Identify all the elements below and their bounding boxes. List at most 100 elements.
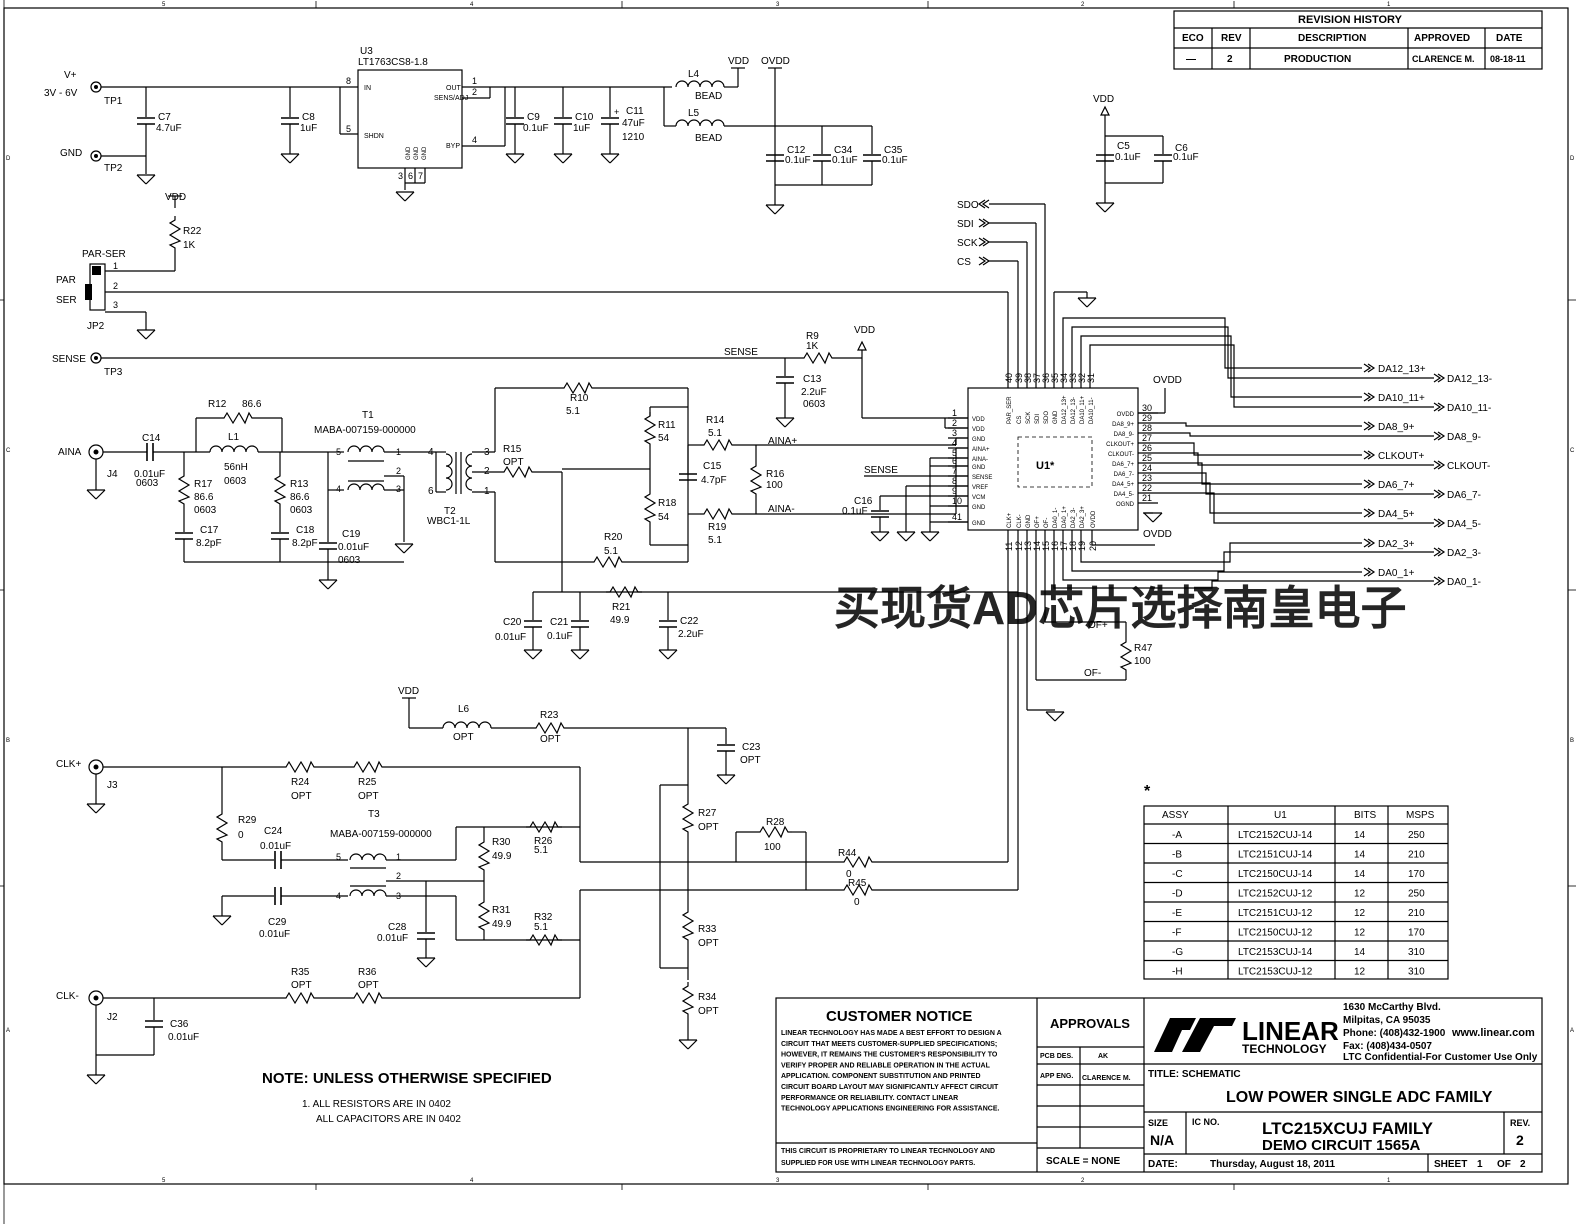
u1-pin-number: 8 xyxy=(952,476,957,486)
u1-pin-number: 5 xyxy=(952,448,957,458)
table-cell: 14 xyxy=(1354,947,1366,958)
table-cell: LTC2153CUJ-12 xyxy=(1238,967,1313,978)
u1-pin-name: DA10_11- xyxy=(1089,397,1095,424)
notice-line: PERFORMANCE OR RELIABILITY. CONTACT LINE… xyxy=(781,1095,958,1102)
u1-pin-name: DA8_9+ xyxy=(1112,422,1134,428)
svg-text:1630 McCarthy Blvd.: 1630 McCarthy Blvd. xyxy=(1343,1002,1441,1013)
svg-text:R34: R34 xyxy=(698,992,717,1003)
svg-text:C20: C20 xyxy=(503,617,522,628)
col-marker: 2 xyxy=(1081,2,1085,8)
svg-text:1: 1 xyxy=(113,261,118,271)
svg-text:MABA-007159-000000: MABA-007159-000000 xyxy=(314,425,416,436)
svg-text:L4: L4 xyxy=(688,69,700,80)
svg-text:ALL CAPACITORS ARE IN 0402: ALL CAPACITORS ARE IN 0402 xyxy=(316,1114,461,1125)
svg-text:2: 2 xyxy=(113,281,118,291)
svg-text:R28: R28 xyxy=(766,817,785,828)
table-cell: -A xyxy=(1172,830,1182,841)
u1-pin-number: 16 xyxy=(1050,541,1060,551)
notice-line: HOWEVER, IT REMAINS THE CUSTOMER'S RESPO… xyxy=(781,1052,998,1059)
svg-text:R19: R19 xyxy=(708,522,727,533)
svg-text:SENS/ADJ: SENS/ADJ xyxy=(434,95,468,102)
svg-text:SUPPLIED FOR USE WITH LINEAR T: SUPPLIED FOR USE WITH LINEAR TECHNOLOGY … xyxy=(781,1160,975,1167)
svg-text:TP2: TP2 xyxy=(104,163,123,174)
u1-pin-name: PAR_SER xyxy=(1007,396,1013,424)
svg-text:VDD: VDD xyxy=(854,325,875,336)
svg-text:J2: J2 xyxy=(107,1012,118,1023)
table-cell: 12 xyxy=(1354,908,1366,919)
svg-text:0603: 0603 xyxy=(290,505,313,516)
u1-pin-number: 9 xyxy=(952,486,957,496)
svg-text:SENSE: SENSE xyxy=(864,465,898,476)
u1-pin-name: DA2_3- xyxy=(1071,508,1077,528)
table-cell: LTC2151CUJ-14 xyxy=(1238,850,1313,861)
svg-text:1. ALL RESISTORS ARE IN 0402: 1. ALL RESISTORS ARE IN 0402 xyxy=(302,1099,451,1110)
svg-text:R21: R21 xyxy=(612,602,631,613)
svg-text:5.1: 5.1 xyxy=(534,922,548,933)
u1-pin-name: CLKOUT+ xyxy=(1106,442,1134,448)
svg-text:OPT: OPT xyxy=(740,755,761,766)
svg-text:R17: R17 xyxy=(194,479,213,490)
svg-text:LTC215XCUJ FAMILY: LTC215XCUJ FAMILY xyxy=(1262,1119,1434,1138)
svg-text:0.1uF: 0.1uF xyxy=(882,155,908,166)
svg-text:47uF: 47uF xyxy=(622,118,645,129)
u1-pin-number: 32 xyxy=(1077,373,1087,383)
svg-text:SDI: SDI xyxy=(957,219,974,230)
svg-text:TITLE: SCHEMATIC: TITLE: SCHEMATIC xyxy=(1148,1069,1241,1080)
svg-text:0: 0 xyxy=(854,897,860,908)
u1-pin-name: AINA- xyxy=(972,457,988,463)
u1-pin-name: DA2_3+ xyxy=(1080,506,1086,528)
rev-header: ECO xyxy=(1182,33,1204,44)
svg-text:IN: IN xyxy=(364,85,371,92)
svg-text:C36: C36 xyxy=(170,1019,189,1030)
table-header: U1 xyxy=(1274,810,1287,821)
svg-text:5.1: 5.1 xyxy=(708,428,722,439)
u1-pin-number: 22 xyxy=(1142,483,1152,493)
rev-cell: 08-18-11 xyxy=(1490,54,1526,64)
svg-text:C29: C29 xyxy=(268,917,287,928)
notice-line: CIRCUIT BOARD LAYOUT MAY SIGNIFICANTLY A… xyxy=(781,1084,999,1091)
svg-text:PAR-SER: PAR-SER xyxy=(82,249,126,260)
svg-text:54: 54 xyxy=(658,512,670,523)
svg-text:3: 3 xyxy=(396,484,401,494)
svg-text:C9: C9 xyxy=(527,112,540,123)
svg-text:C6: C6 xyxy=(1175,143,1188,154)
svg-text:R24: R24 xyxy=(291,777,310,788)
svg-text:LINEAR: LINEAR xyxy=(1242,1016,1339,1046)
svg-text:R31: R31 xyxy=(492,905,511,916)
u1-pin-name: OGND xyxy=(1116,502,1135,508)
svg-text:8.2pF: 8.2pF xyxy=(292,538,318,549)
svg-text:SENSE: SENSE xyxy=(52,354,86,365)
notice-line: TECHNOLOGY APPLICATIONS ENGINEERING FOR … xyxy=(781,1106,999,1113)
u1-pin-name: VREF xyxy=(972,485,988,491)
table-cell: LTC2153CUJ-14 xyxy=(1238,947,1313,958)
svg-text:*: * xyxy=(1144,783,1151,800)
svg-text:U3: U3 xyxy=(360,46,373,57)
svg-text:www.linear.com: www.linear.com xyxy=(1451,1027,1535,1039)
table-cell: -G xyxy=(1172,947,1183,958)
svg-text:R22: R22 xyxy=(183,226,202,237)
svg-text:L6: L6 xyxy=(458,704,470,715)
u1-pin-name: DA12_13+ xyxy=(1062,395,1068,424)
svg-text:5: 5 xyxy=(346,124,351,134)
svg-text:TECHNOLOGY: TECHNOLOGY xyxy=(1242,1042,1327,1056)
svg-text:R32: R32 xyxy=(534,912,553,923)
table-header: MSPS xyxy=(1406,810,1435,821)
svg-text:DATE:: DATE: xyxy=(1148,1159,1178,1170)
clock-input-network: VDD L6 OPT R23 OPT C23 OPT R27 OPT R33 O… xyxy=(56,686,1018,1085)
output-signal-label: DA10_11+ xyxy=(1378,393,1425,404)
svg-text:6: 6 xyxy=(428,486,434,497)
col-marker: 3 xyxy=(776,2,780,8)
svg-text:0.01uF: 0.01uF xyxy=(260,841,291,852)
svg-text:2.2uF: 2.2uF xyxy=(801,387,827,398)
svg-text:R10: R10 xyxy=(570,393,589,404)
svg-text:5.1: 5.1 xyxy=(566,406,580,417)
svg-text:N/A: N/A xyxy=(1150,1132,1174,1148)
svg-text:AK: AK xyxy=(1098,1053,1108,1060)
svg-text:THIS CIRCUIT IS PROPRIETARY TO: THIS CIRCUIT IS PROPRIETARY TO LINEAR TE… xyxy=(781,1148,995,1155)
output-signal-label: DA0_1- xyxy=(1447,577,1481,588)
svg-text:R15: R15 xyxy=(503,444,522,455)
u1-pin-name: SDI xyxy=(1035,414,1041,424)
table-cell: 310 xyxy=(1408,947,1425,958)
svg-text:R11: R11 xyxy=(658,420,676,431)
